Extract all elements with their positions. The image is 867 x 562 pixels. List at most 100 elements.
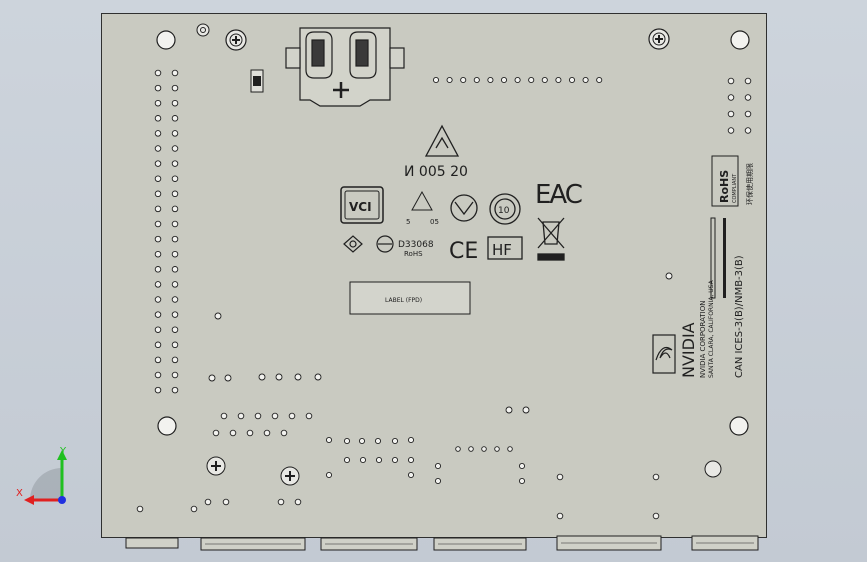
- via-hole: [507, 446, 513, 452]
- via-hole: [171, 190, 179, 198]
- via-hole: [154, 84, 162, 92]
- recycle-triangle-icon: [424, 124, 460, 157]
- via-hole: [204, 498, 212, 506]
- via-hole: [229, 429, 237, 437]
- via-hole: [224, 374, 232, 382]
- recycle-mark-small-icon: [411, 190, 433, 211]
- via-hole: [220, 412, 228, 420]
- label-area-text: LABEL (FPD): [385, 297, 422, 304]
- via-hole: [171, 266, 179, 273]
- via-hole: [154, 341, 162, 349]
- via-hole: [343, 437, 351, 445]
- via-hole: [154, 99, 162, 107]
- coin-cell-battery-icon: [285, 27, 405, 107]
- via-hole: [190, 505, 198, 513]
- via-hole: [727, 77, 735, 85]
- nvidia-address: SANTA CLARA, CALIFORNIA, USA: [708, 279, 715, 378]
- via-hole: [446, 76, 453, 84]
- via-hole: [154, 145, 162, 152]
- vci-mark-icon: [340, 186, 384, 224]
- via-hole: [222, 498, 230, 506]
- via-hole: [154, 69, 162, 77]
- via-hole: [154, 371, 162, 379]
- via-hole: [505, 406, 513, 414]
- via-hole: [434, 477, 442, 485]
- label-area: [349, 281, 471, 315]
- via-hole: [154, 296, 162, 303]
- via-hole: [154, 160, 162, 167]
- via-hole: [280, 429, 288, 437]
- rohs-sub: COMPLIANT: [732, 173, 738, 203]
- via-holes-right: [214, 77, 752, 320]
- axis-y-label: Y: [59, 446, 67, 457]
- via-hole: [500, 76, 508, 84]
- smd-component: [250, 69, 264, 93]
- via-hole: [154, 220, 162, 228]
- via-hole: [171, 130, 179, 137]
- via-hole: [258, 373, 266, 381]
- via-holes-bottom: [136, 373, 660, 520]
- via-hole: [171, 296, 179, 303]
- part-code: И 005 20: [404, 164, 468, 180]
- via-hole: [275, 373, 283, 381]
- rohs-cn: 环保使用期限: [745, 163, 754, 205]
- via-hole: [171, 341, 179, 349]
- pcb-board[interactable]: [101, 13, 767, 538]
- via-hole: [171, 386, 179, 394]
- via-holes-top: [432, 76, 603, 84]
- via-hole: [171, 235, 179, 243]
- via-hole: [171, 326, 179, 333]
- nvidia-logo-icon: [652, 334, 676, 374]
- rohs-box: [711, 155, 739, 207]
- via-hole: [665, 272, 673, 280]
- via-hole: [744, 77, 752, 85]
- via-hole: [541, 76, 548, 84]
- via-hole: [136, 505, 144, 513]
- via-hole: [208, 374, 216, 382]
- coordinate-triad: [24, 450, 67, 505]
- via-hole: [171, 205, 179, 213]
- via-hole: [432, 76, 440, 84]
- via-hole: [171, 84, 179, 92]
- via-hole: [171, 371, 179, 379]
- via-holes-left: [154, 69, 179, 394]
- nvidia-corp: NVIDIA CORPORATION: [699, 301, 707, 378]
- via-hole: [468, 446, 474, 452]
- label-strip-a: [710, 217, 716, 299]
- via-hole: [171, 69, 179, 77]
- via-hole: [514, 76, 521, 84]
- via-hole: [237, 412, 245, 420]
- via-hole: [481, 446, 487, 452]
- via-hole: [391, 456, 399, 464]
- via-hole: [154, 115, 162, 122]
- via-hole: [271, 412, 279, 420]
- bottom-connectors: [125, 535, 759, 551]
- rcm-mark-icon: [343, 235, 363, 253]
- via-hole: [154, 250, 162, 258]
- via-hole: [407, 456, 415, 464]
- via-hole: [528, 76, 535, 84]
- mounting-holes: [156, 30, 750, 436]
- via-hole: [556, 473, 564, 481]
- via-hole: [744, 127, 752, 134]
- via-hole: [358, 437, 366, 445]
- via-hole: [154, 205, 162, 213]
- via-hole: [556, 512, 564, 520]
- via-hole: [154, 190, 162, 198]
- via-hole: [727, 127, 735, 134]
- ten-year-circle-icon: 10: [489, 193, 521, 225]
- via-hole: [473, 76, 480, 84]
- via-hole: [154, 175, 162, 182]
- via-hole: [171, 175, 179, 182]
- via-hole: [375, 456, 383, 464]
- via-hole: [154, 356, 162, 364]
- via-hole: [277, 498, 285, 506]
- axis-x-label: X: [16, 488, 23, 499]
- via-hole: [263, 429, 271, 437]
- via-hole: [487, 76, 494, 84]
- via-hole: [254, 412, 262, 420]
- hf-mark-icon: [487, 236, 523, 260]
- via-hole: [314, 373, 322, 381]
